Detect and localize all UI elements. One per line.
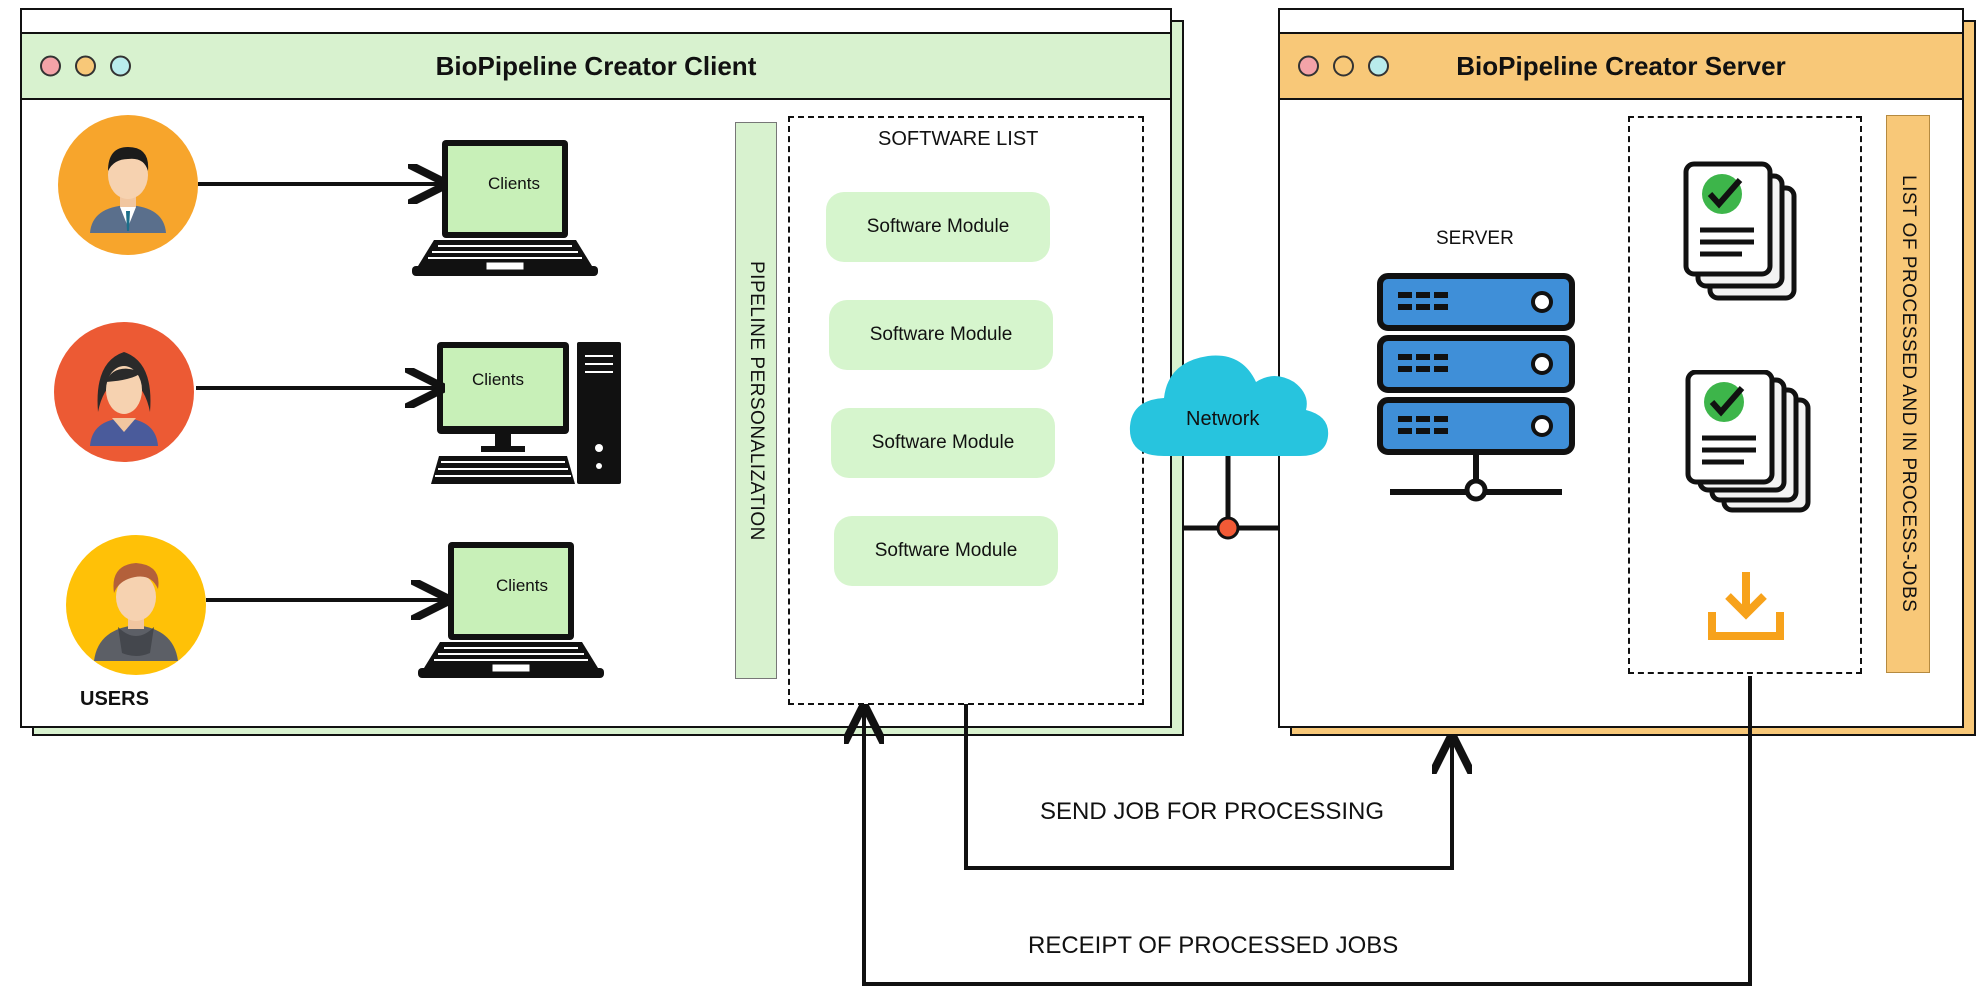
pipeline-personalization-label: PIPELINE PERSONALIZATION bbox=[746, 260, 767, 541]
send-job-label: SEND JOB FOR PROCESSING bbox=[1040, 798, 1385, 825]
maximize-dot[interactable] bbox=[1368, 55, 1389, 77]
pipeline-personalization-bar: PIPELINE PERSONALIZATION bbox=[735, 122, 777, 679]
software-module[interactable]: Software Module bbox=[831, 408, 1055, 478]
desktop-computer-icon bbox=[431, 342, 621, 484]
close-dot[interactable] bbox=[1298, 55, 1319, 77]
client-label: Clients bbox=[488, 174, 540, 193]
minimize-dot[interactable] bbox=[75, 55, 96, 77]
server-window-title: BioPipeline Creator Server bbox=[1456, 50, 1786, 81]
jobs-list-label: LIST OF PROCESSED AND IN PROCESS-JOBS bbox=[1898, 175, 1919, 613]
close-dot[interactable] bbox=[40, 55, 61, 77]
server-rack-icon bbox=[1377, 273, 1575, 502]
documents-stack-check-icon bbox=[1685, 370, 1811, 513]
client-window-title: BioPipeline Creator Client bbox=[435, 50, 757, 81]
minimize-dot[interactable] bbox=[1333, 55, 1354, 77]
laptop-icon bbox=[418, 542, 604, 678]
receipt-jobs-label: RECEIPT OF PROCESSED JOBS bbox=[1028, 932, 1399, 959]
jobs-list-bar: LIST OF PROCESSED AND IN PROCESS-JOBS bbox=[1886, 115, 1930, 673]
server-titlebar: BioPipeline Creator Server bbox=[1280, 32, 1962, 100]
client-label: Clients bbox=[472, 370, 524, 389]
window-controls bbox=[40, 55, 131, 77]
server-label: SERVER bbox=[1436, 228, 1514, 249]
network-label: Network bbox=[1186, 408, 1260, 430]
client-titlebar: BioPipeline Creator Client bbox=[22, 32, 1170, 100]
software-module[interactable]: Software Module bbox=[834, 516, 1058, 586]
users-label: USERS bbox=[80, 688, 149, 710]
user-avatar-boy-icon bbox=[66, 535, 206, 675]
software-module[interactable]: Software Module bbox=[826, 192, 1050, 262]
user-avatar-man-icon bbox=[58, 115, 198, 255]
user-avatar-woman-icon bbox=[54, 322, 194, 462]
software-module[interactable]: Software Module bbox=[829, 300, 1053, 370]
client-label: Clients bbox=[496, 576, 548, 595]
software-list-title: SOFTWARE LIST bbox=[878, 128, 1039, 150]
jobs-panel bbox=[1628, 116, 1862, 674]
document-check-icon bbox=[1683, 161, 1797, 301]
maximize-dot[interactable] bbox=[110, 55, 131, 77]
laptop-icon bbox=[412, 140, 598, 276]
download-icon[interactable] bbox=[1706, 566, 1786, 646]
server-window: BioPipeline Creator Server bbox=[1278, 8, 1964, 728]
network-cloud-icon bbox=[1129, 355, 1329, 456]
window-controls bbox=[1298, 55, 1389, 77]
